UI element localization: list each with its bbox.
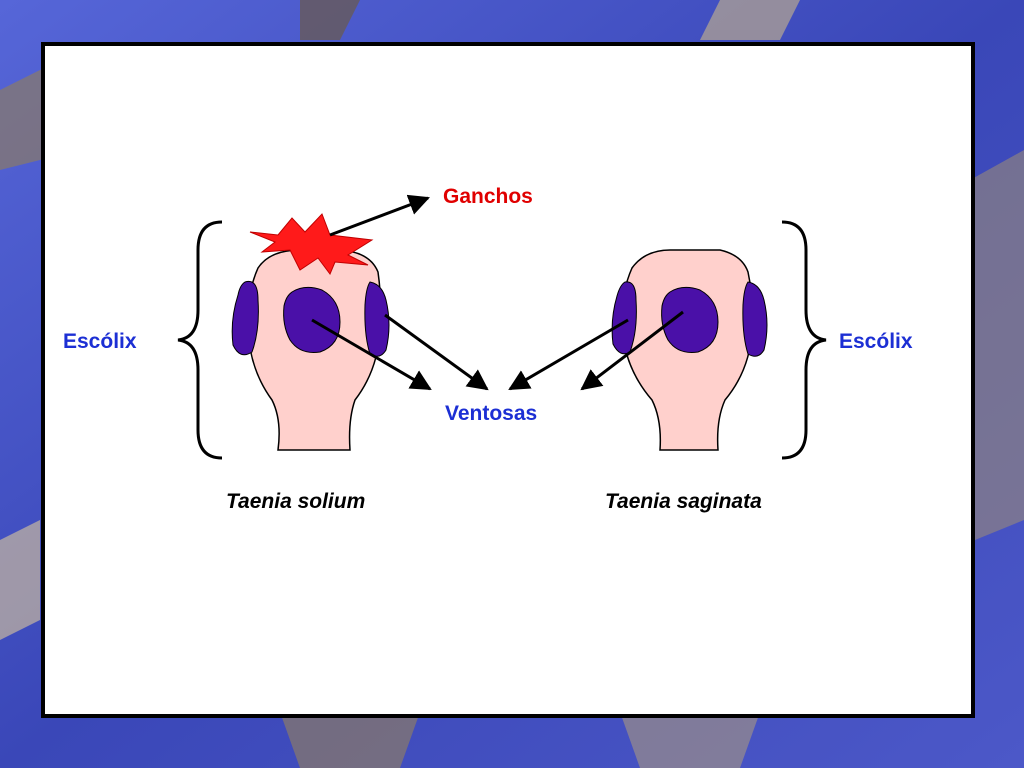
right-central-sucker: [661, 286, 719, 353]
hooks-icon: [249, 213, 374, 275]
right-lateral-sucker-2: [742, 281, 768, 357]
scolex-taenia-solium: [231, 213, 390, 451]
arrow-to-ganchos: [329, 194, 430, 237]
scolex-taenia-saginata: [611, 249, 768, 451]
label-ventosas: Ventosas: [445, 402, 537, 425]
right-brace: [781, 220, 827, 460]
arrow-left-lateral-to-ventosas: [384, 313, 489, 391]
arrow-left-central-to-ventosas: [311, 318, 432, 391]
left-lateral-sucker-2: [364, 281, 390, 357]
left-lateral-sucker-1: [231, 280, 259, 356]
label-escolix-right: Escólix: [839, 330, 913, 353]
label-escolix-left: Escólix: [63, 330, 137, 353]
label-ganchos: Ganchos: [443, 185, 533, 208]
arrow-right-central-to-ventosas: [580, 310, 684, 391]
arrow-right-lateral-to-ventosas: [508, 318, 629, 391]
left-central-sucker: [283, 286, 341, 353]
right-lateral-sucker-1: [611, 281, 637, 355]
caption-taenia-saginata: Taenia saginata: [605, 490, 762, 513]
left-brace: [177, 220, 223, 460]
caption-taenia-solium: Taenia solium: [226, 490, 365, 513]
